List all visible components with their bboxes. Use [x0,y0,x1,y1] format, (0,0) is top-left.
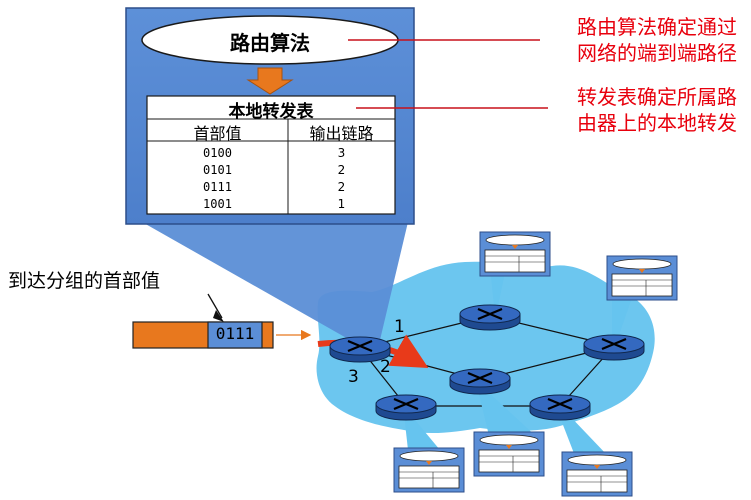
packet-header [207,321,263,349]
forwarding-table-icon [561,451,633,497]
panel-beam [142,222,408,340]
table-title: 本地转发表 [228,102,314,122]
table-header-output-link: 输出链路 [309,124,374,143]
router-icon [375,394,437,421]
network-cloud [316,261,655,434]
forwarding-table [146,95,396,215]
table-header-value: 首部值 [193,124,242,143]
table-row-output-link: 2 [337,163,346,177]
table-row-header-value: 0111 [203,180,232,194]
table-caption-line2: 由器上的本地转发 [577,111,737,135]
down-arrow-icon [246,67,294,95]
algorithm-caption-line1: 路由算法确定通过 [577,15,737,39]
algorithm-caption-line2: 网络的端到端路径 [577,41,737,65]
link-label-1: 1 [394,317,405,337]
forwarding-table-icon [606,255,678,301]
router-icon [329,336,391,363]
router-beams [404,268,636,456]
router-icon [459,304,521,331]
router-icon [529,394,591,421]
table-row-output-link: 3 [337,146,346,160]
forwarding-table-icon [393,447,465,493]
link-label-2: 2 [380,357,391,377]
table-row-header-value: 0101 [203,163,232,177]
forwarding-table-icon [479,231,551,277]
algorithm-label: 路由算法 [230,31,310,55]
table-caption-line1: 转发表确定所属路 [577,85,737,109]
packet-caption: 到达分组的首部值 [8,270,161,292]
forwarding-table-icon [473,431,545,477]
table-row-header-value: 1001 [203,197,232,211]
packet-header-value: 0111 [215,324,255,343]
router-icon [583,334,645,361]
table-row-header-value: 0100 [203,146,232,160]
table-row-output-link: 1 [337,197,346,211]
table-row-output-link: 2 [337,180,346,194]
router-icon [449,368,511,395]
link-label-3: 3 [348,367,359,387]
